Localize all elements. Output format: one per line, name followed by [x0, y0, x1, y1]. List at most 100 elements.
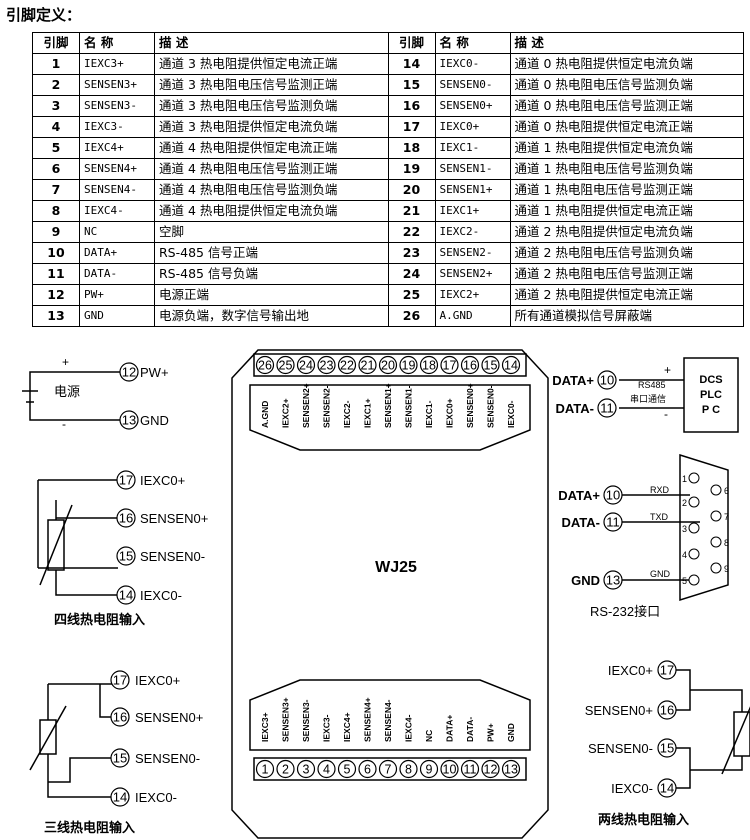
db9-pin-circle	[710, 484, 722, 496]
four-wire-pin-number: 15	[119, 549, 133, 564]
battery-symbol	[22, 385, 38, 408]
terminal-pin-circle	[255, 355, 275, 375]
pin-name-cell: SENSEN1-	[434, 158, 511, 180]
two-wire-pin-circle	[657, 660, 677, 680]
three-wire-pin-circle	[110, 670, 130, 690]
four-wire-rtd	[47, 519, 65, 571]
two-wire-pin-number: 15	[660, 741, 674, 756]
table-header-cell: 描 述	[509, 32, 744, 54]
terminal-label: IEXC3+	[260, 712, 270, 742]
rs485-wires	[619, 379, 684, 409]
power-plus-sign: +	[62, 355, 69, 369]
terminal-pin-circle	[358, 759, 377, 779]
three-wire-pin-label: SENSEN0-	[135, 751, 200, 766]
rs485-pin-label: DATA+	[552, 373, 594, 388]
terminal-pin-circle	[317, 355, 336, 375]
three-wire-pin-circle	[110, 787, 130, 807]
terminal-label: PW+	[486, 723, 496, 742]
terminal-label: A.GND	[260, 401, 270, 428]
pin-name-cell: A.GND	[434, 305, 511, 327]
pin-number-cell: 21	[387, 200, 436, 222]
three-wire-pin-label: SENSEN0+	[135, 710, 203, 725]
terminal-label: IEXC4-	[404, 714, 414, 742]
terminal-pin-number: 4	[323, 763, 330, 777]
terminal-pin-number: 3	[303, 763, 310, 777]
rs232-wires	[622, 494, 700, 581]
db9-pin-circle	[688, 496, 700, 508]
terminal-pin-number: 1	[262, 763, 269, 777]
terminal-pin-circle	[337, 355, 357, 375]
three-wire-pin-circle	[110, 707, 130, 727]
terminal-pin-circle	[419, 355, 439, 375]
terminal-label: SENSEN2-	[322, 385, 332, 428]
pin-name-cell: DATA+	[79, 242, 155, 264]
terminal-label: IEXC0-	[506, 400, 516, 428]
pin-description-cell: 通道 4 热电阻电压信号监测负端	[154, 179, 389, 201]
three-wire-caption: 三线热电阻输入	[44, 820, 135, 835]
db9-pin-circle	[688, 522, 700, 534]
terminal-pin-number: 13	[504, 763, 518, 777]
rs232-pin-number: 11	[606, 515, 620, 530]
terminal-label: IEXC0+	[445, 398, 455, 428]
rs232-caption: RS-232接口	[590, 604, 660, 619]
rs485-pin-circle	[597, 398, 617, 418]
rs485-pin-number: 11	[600, 401, 614, 416]
pin-description-cell: 电源负端，数字信号输出地	[154, 305, 389, 327]
two-wire-pin-label: IEXC0+	[608, 663, 653, 678]
terminal-pin-circle	[276, 355, 295, 375]
pin-number-cell: 10	[32, 242, 80, 264]
pin-description-cell: 通道 4 热电阻电压信号监测正端	[154, 158, 389, 180]
four-wire-pin-circle	[116, 470, 136, 490]
power-label: 电源	[54, 384, 80, 399]
terminal-pin-number: 17	[443, 359, 457, 373]
pin-description-cell: 通道 4 热电阻提供恒定电流负端	[154, 200, 389, 222]
rs232-pin-number: 10	[606, 488, 620, 503]
rs485-line1: RS485	[638, 380, 666, 390]
terminal-pin-number: 16	[463, 359, 477, 373]
power-pin-gnd-number: 13	[122, 413, 136, 428]
two-wire-rtd-slash	[721, 706, 750, 775]
four-wire-pin-label: SENSEN0-	[140, 549, 205, 564]
host-pc: P C	[702, 404, 720, 416]
terminal-pin-number: 9	[426, 763, 433, 777]
host-dcs: DCS	[699, 374, 722, 386]
terminal-pin-number: 11	[464, 763, 477, 777]
pin-description-cell: 通道 1 热电阻提供恒定电流负端	[509, 137, 744, 159]
db9-pin-circle	[688, 574, 700, 586]
two-wire-pin-circle	[657, 778, 677, 798]
terminal-label: SENSEN4+	[363, 697, 373, 742]
two-wire-pin-label: SENSEN0-	[588, 741, 653, 756]
rs232-pin-number: 13	[606, 573, 620, 588]
terminal-pin-circle	[460, 355, 480, 375]
pin-description-cell: 通道 3 热电阻电压信号监测正端	[154, 74, 389, 96]
pin-name-cell: GND	[79, 305, 155, 327]
rs232-rxd: RXD	[650, 485, 670, 495]
page-title: 引脚定义：	[6, 6, 82, 24]
two-wire-pin-number: 14	[660, 781, 674, 796]
terminal-pin-number: 22	[340, 359, 354, 373]
host-box	[683, 357, 739, 433]
pin-name-cell: SENSEN4-	[79, 179, 155, 201]
terminal-pin-circle	[317, 759, 336, 779]
power-pin-pw-label: PW+	[140, 365, 169, 380]
terminal-pin-circle	[337, 759, 357, 779]
two-wire-pin-label: IEXC0-	[611, 781, 653, 796]
two-wire-pin-number: 16	[660, 703, 674, 718]
four-wire-pin-number: 17	[119, 473, 133, 488]
db9-pin-number: 5	[682, 576, 687, 586]
three-wire-pin-circle	[110, 748, 130, 768]
top-label-panel	[249, 384, 531, 451]
terminal-label: SENSEN2+	[301, 383, 311, 428]
terminal-pin-number: 14	[504, 359, 518, 373]
terminal-pin-number: 20	[381, 359, 395, 373]
terminal-label: SENSEN0+	[465, 383, 475, 428]
terminal-pin-circle	[440, 355, 459, 375]
power-pin-pw-circle	[119, 362, 139, 382]
pin-description-cell: 所有通道模拟信号屏蔽端	[509, 305, 744, 327]
